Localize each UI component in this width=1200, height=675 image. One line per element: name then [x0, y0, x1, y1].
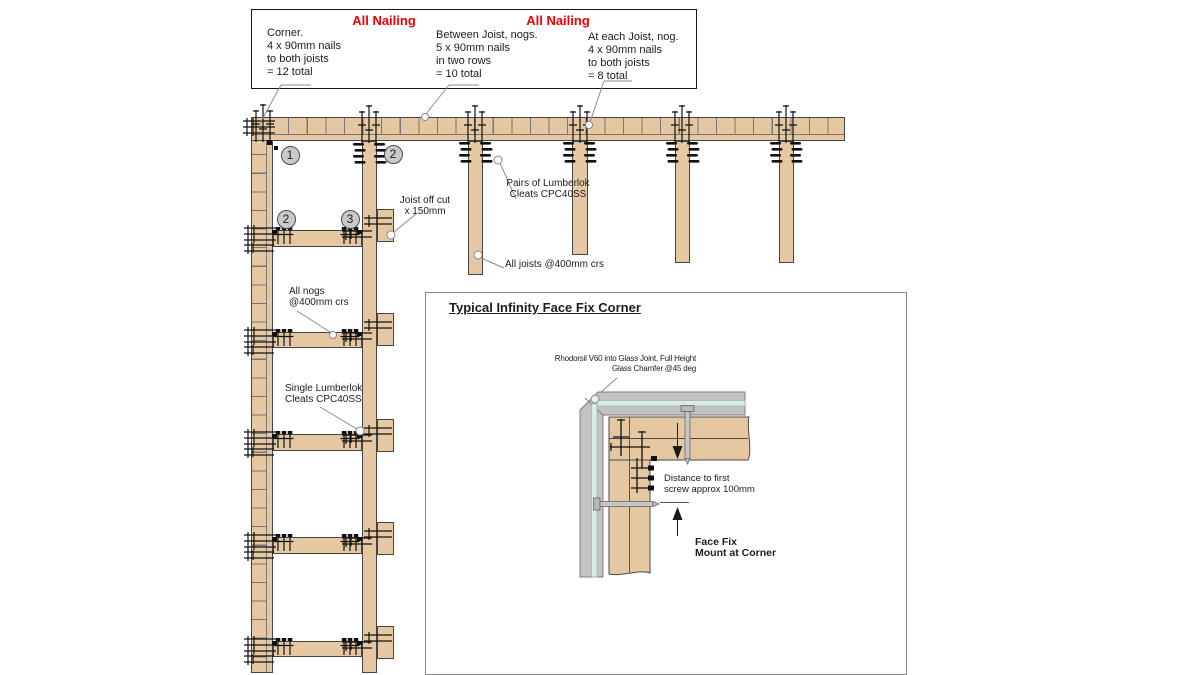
note-between-joist-nailing: Between Joist, nogs. 5 x 90mm nails in t… [436, 29, 538, 80]
joist-1 [362, 141, 377, 673]
joist-2 [468, 141, 483, 275]
callout-3: 3 [340, 209, 360, 229]
left-boundary-joist [251, 117, 273, 673]
pairs-cleats-label: Pairs of Lumberlok Cleats CPC40SS [506, 178, 590, 200]
detail-panel-title: Typical Infinity Face Fix Corner [449, 300, 641, 315]
joist-4 [675, 141, 690, 263]
nog-4 [273, 537, 362, 554]
all-joists-label: All joists @400mm crs [505, 259, 605, 270]
single-cleats-label: Single Lumberlok Cleats CPC40SS [285, 383, 363, 405]
joist-offcut-1 [377, 209, 394, 242]
nailing-annotation-box [251, 9, 697, 89]
nog-5 [273, 641, 362, 657]
nog-1 [273, 230, 362, 247]
callout-2: 2 [383, 144, 403, 164]
nog-3 [273, 434, 362, 451]
face-fix-mount-note: Face Fix Mount at Corner [695, 536, 777, 559]
all-nailing-heading-left: All Nailing [352, 13, 416, 28]
joist-offcut-3 [377, 419, 394, 452]
note-each-joist-nailing: At each Joist, nog. 4 x 90mm nails to bo… [588, 31, 679, 82]
glass-joint-note: Rhodorsil V60 into Glass Joint, Full Hei… [554, 354, 696, 373]
joist-offcut-2 [377, 313, 394, 346]
joist-off-cut-label: Joist off cut x 150mm [399, 195, 451, 217]
callout-2b: 2 [276, 209, 296, 229]
all-nogs-label: All nogs @400mm crs [289, 286, 349, 308]
joist-5 [779, 141, 794, 263]
joist-offcut-5 [377, 626, 394, 659]
top-boundary-joist [251, 117, 845, 141]
callout-1: 1 [280, 145, 300, 165]
all-nailing-heading-right: All Nailing [526, 13, 590, 28]
left-beam-segments [252, 118, 267, 672]
top-beam-segments [252, 118, 844, 135]
screw-distance-note: Distance to first screw approx 100mm [664, 473, 755, 495]
note-corner-nailing: Corner. 4 x 90mm nails to both joists = … [267, 27, 341, 78]
joist-offcut-4 [377, 522, 394, 555]
nog-2 [273, 332, 362, 348]
